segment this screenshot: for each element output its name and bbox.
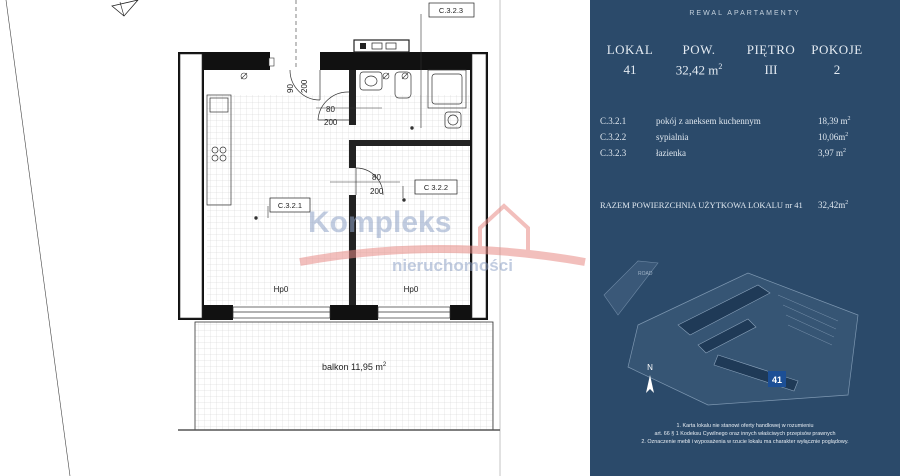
kitchen-counter	[206, 94, 232, 206]
floor-plan: C.3.2.3 C.3.2.1 C 3.2.2 90 200 80 200 80…	[5, 0, 586, 476]
total-area-label: RAZEM POWIERZCHNIA UŻYTKOWA LOKALU nr 41	[600, 200, 803, 210]
bathroom-door	[317, 91, 350, 121]
dim-bathroom-door-height: 200	[324, 118, 338, 127]
balcony	[178, 321, 500, 431]
header-lokal: LOKAL	[606, 42, 654, 57]
brand-name: REWAL APARTAMENTY	[689, 10, 801, 17]
dim-entrance-width: 90	[286, 84, 295, 93]
disclaimer-notes: 1. Karta lokalu nie stanowi oferty handl…	[590, 422, 900, 446]
room-code: C.3.2.3	[600, 148, 627, 158]
window-type-label: Hp0	[274, 285, 289, 294]
note-line: art. 66 § 1 Kodeksu Cywilnego oraz innyc…	[654, 431, 836, 437]
entrance-door	[289, 69, 321, 101]
room-code: C.3.2.2	[600, 132, 627, 142]
header-pokoje: POKOJE	[811, 42, 863, 57]
value-lokal: 41	[623, 62, 637, 77]
room-area: 10,06m2	[818, 132, 849, 142]
value-pow: 32,42 m2	[675, 62, 723, 78]
info-panel: REWAL APARTAMENTY LOKAL POW. PIĘTRO POKO…	[590, 0, 900, 476]
room-name: łazienka	[656, 148, 686, 158]
svg-text:Kompleks: Kompleks	[308, 206, 451, 239]
unit-marker	[768, 371, 786, 387]
windows	[232, 306, 451, 319]
total-area-value: 32,42m2	[818, 200, 849, 210]
note-line: 2. Oznaczenie mebli i wyposażenia w rzuc…	[641, 439, 849, 445]
room-label-living: C.3.2.1	[278, 201, 302, 210]
header-pow: POW.	[682, 42, 716, 57]
dim-bathroom-door-width: 80	[326, 105, 335, 114]
road-label: ROAD	[638, 271, 653, 277]
value-pokoje: 2	[833, 62, 841, 77]
site-plan-map: ROAD 41 N	[603, 260, 859, 406]
dim-entrance-height: 200	[300, 79, 309, 93]
room-label-bedroom: C 3.2.2	[424, 183, 448, 192]
header-pietro: PIĘTRO	[746, 42, 796, 57]
room-name: pokój z aneksem kuchennym	[656, 116, 761, 126]
balcony-label: balkon 11,95 m2	[322, 362, 387, 372]
floor-tiles	[207, 95, 470, 305]
svg-text:nieruchomości: nieruchomości	[392, 256, 513, 275]
inner-walls	[349, 70, 470, 305]
room-area: 18,39 m2	[818, 116, 851, 126]
north-label: N	[647, 363, 653, 372]
room-code: C.3.2.1	[600, 116, 627, 126]
plot-line	[5, 0, 71, 476]
bedroom-door	[355, 167, 384, 196]
watermark-logo: Kompleks nieruchomości	[299, 203, 586, 275]
dim-bedroom-door-width: 80	[372, 173, 381, 182]
north-arrow-icon	[111, 0, 139, 17]
dim-bedroom-door-height: 200	[370, 187, 384, 196]
north-icon	[646, 375, 654, 393]
room-label-bathroom: C.3.2.3	[439, 6, 463, 15]
value-pietro: III	[764, 62, 778, 77]
unit-marker-label: 41	[772, 375, 782, 385]
window-type-label: Hp0	[404, 285, 419, 294]
electric-panel-icon	[353, 39, 410, 53]
room-area: 3,97 m2	[818, 148, 847, 158]
note-line: 1. Karta lokalu nie stanowi oferty handl…	[676, 423, 814, 429]
bathroom-fixtures	[359, 69, 467, 129]
room-name: sypialnia	[656, 132, 689, 142]
